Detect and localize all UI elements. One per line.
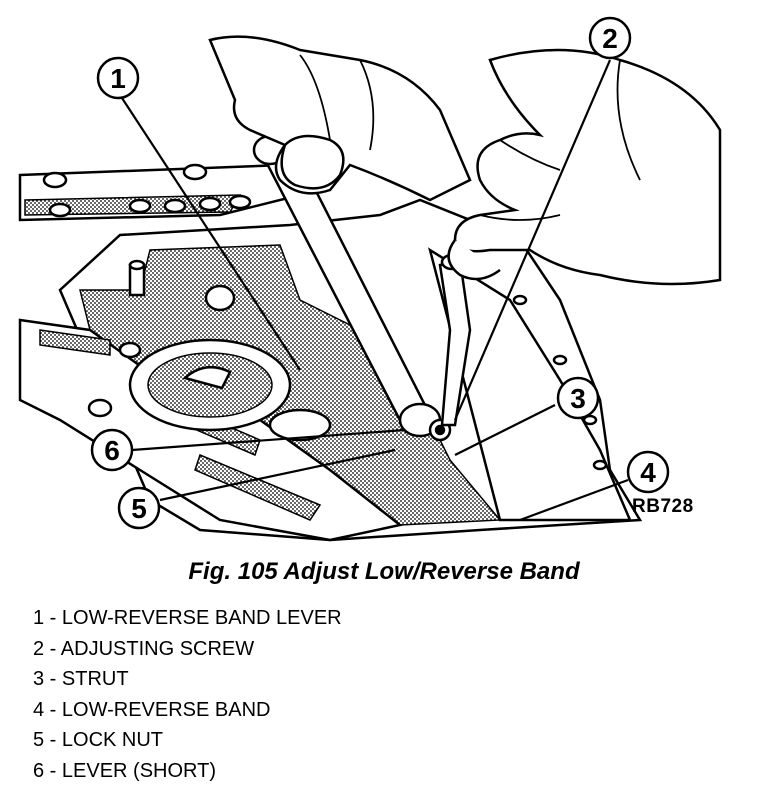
figure-code: RB728 — [632, 496, 694, 518]
legend-item: 3 - STRUT — [33, 664, 342, 695]
svg-text:4: 4 — [640, 457, 656, 488]
callout-2: 2 — [590, 18, 630, 58]
svg-text:6: 6 — [104, 435, 120, 466]
svg-text:5: 5 — [131, 493, 147, 524]
right-hand — [449, 50, 720, 284]
transmission-illustration: 1 2 3 4 5 6 — [0, 0, 768, 545]
legend-item: 4 - LOW-REVERSE BAND — [33, 695, 342, 726]
svg-text:2: 2 — [602, 23, 618, 54]
callout-4: 4 — [628, 452, 668, 492]
callout-5: 5 — [119, 488, 159, 528]
legend-item: 1 - LOW-REVERSE BAND LEVER — [33, 603, 342, 634]
svg-text:1: 1 — [110, 63, 126, 94]
legend-item: 6 - LEVER (SHORT) — [33, 756, 342, 786]
callout-3: 3 — [558, 378, 598, 418]
legend-item: 2 - ADJUSTING SCREW — [33, 634, 342, 665]
callout-1: 1 — [98, 58, 138, 98]
callout-6: 6 — [92, 430, 132, 470]
legend-item: 5 - LOCK NUT — [33, 725, 342, 756]
svg-text:3: 3 — [570, 383, 586, 414]
upper-plate — [20, 165, 300, 220]
parts-legend: 1 - LOW-REVERSE BAND LEVER 2 - ADJUSTING… — [33, 603, 342, 786]
figure-caption: Fig. 105 Adjust Low/Reverse Band — [0, 558, 768, 586]
